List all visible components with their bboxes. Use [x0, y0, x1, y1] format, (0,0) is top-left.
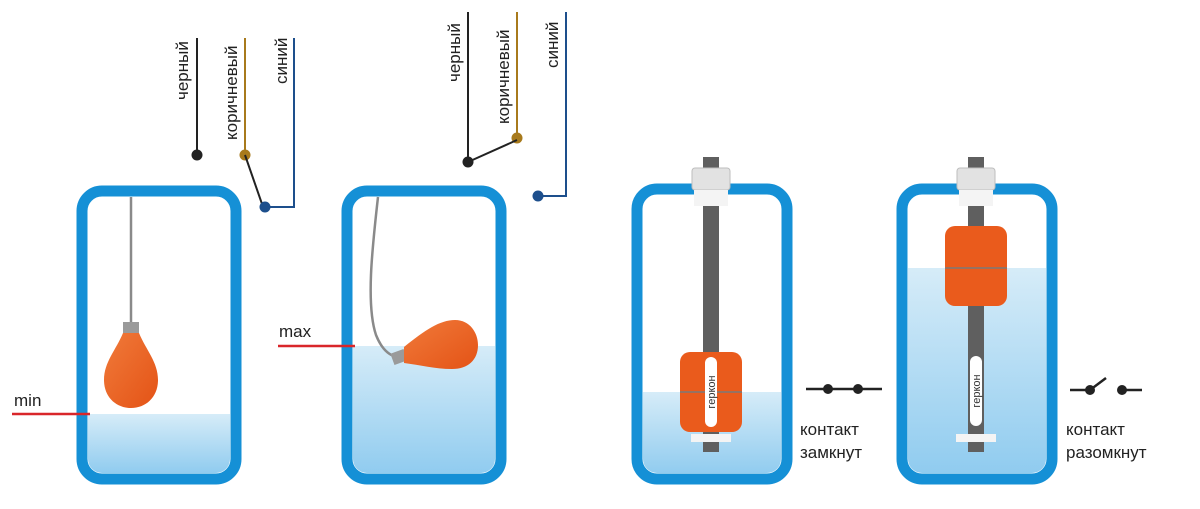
rod-collar-3	[694, 190, 728, 206]
contact-closed-node-left	[823, 384, 833, 394]
contact-open-label-line2: разомкнут	[1066, 443, 1147, 462]
contact-open-blade	[1089, 377, 1107, 391]
wire-label-black-2: черный	[445, 23, 464, 82]
max-label: max	[279, 322, 312, 341]
float-cap-2	[390, 348, 408, 366]
float-cable-2	[369, 196, 399, 359]
contact-open-symbol	[1070, 377, 1142, 395]
contact-closed-node-right	[853, 384, 863, 394]
reed-label-4: геркон	[971, 374, 983, 407]
water-tank-1	[88, 414, 230, 473]
contact-open-label-line1: контакт	[1066, 420, 1125, 439]
wires-group-1: черный коричневый синий	[173, 38, 295, 213]
tank-2-outline	[341, 185, 507, 485]
wire-blue-1-end	[259, 201, 271, 213]
reed-float-4	[945, 226, 1007, 306]
float-2	[404, 320, 478, 369]
wire-blue-2-end	[532, 190, 544, 202]
tank-3-reed-closed: геркон	[631, 157, 793, 485]
wire-label-blue-1: синий	[272, 38, 291, 84]
wire-blue-1	[266, 38, 295, 208]
tank-1-outline	[76, 185, 242, 485]
reed-label-4-bg	[970, 356, 982, 426]
reed-label-3-bg	[705, 357, 717, 427]
tank-1-min-level	[76, 185, 242, 485]
contact-arm-1	[244, 154, 266, 208]
rod-nut-3	[691, 167, 731, 191]
contact-closed-label-line1: контакт	[800, 420, 859, 439]
rod-collar-4	[959, 190, 993, 206]
wire-label-brown-1: коричневый	[222, 46, 241, 140]
float-1	[104, 333, 158, 408]
contact-closed-symbol	[806, 384, 882, 394]
tank-2-max-level	[341, 185, 507, 485]
min-label: min	[14, 391, 41, 410]
wires-group-2: черный коричневый синий	[445, 12, 567, 202]
wire-blue-2	[540, 12, 567, 197]
reed-label-3: геркон	[706, 375, 718, 408]
wire-label-brown-2: коричневый	[494, 30, 513, 124]
wire-black-1-end	[191, 149, 203, 161]
water-tank-2	[353, 346, 495, 473]
rod-stop-4	[956, 434, 996, 442]
wire-label-blue-2: синий	[543, 22, 562, 68]
contact-closed-label-line2: замкнут	[800, 443, 862, 462]
tank-4-reed-open: геркон	[896, 157, 1058, 485]
rod-stop-3	[691, 434, 731, 442]
wire-label-black-1: черный	[173, 41, 192, 100]
rod-nut-4	[956, 167, 996, 191]
contact-arm-2	[467, 139, 518, 163]
float-cap-1	[123, 322, 139, 333]
